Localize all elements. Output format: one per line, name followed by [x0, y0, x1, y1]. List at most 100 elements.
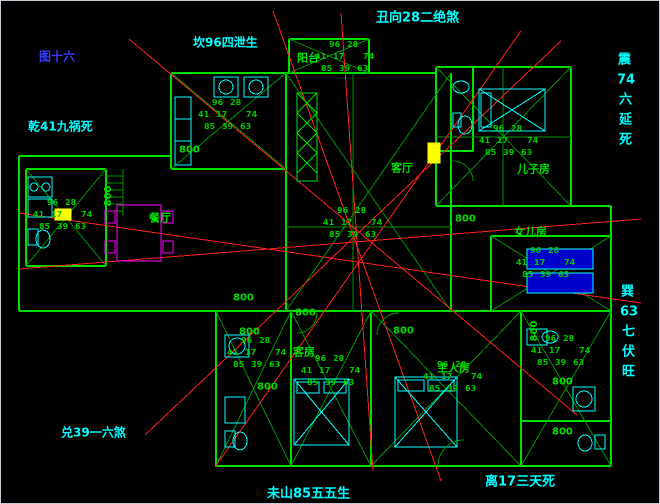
dimension-label: 800	[552, 427, 573, 438]
dimension-label: 800	[233, 293, 254, 304]
fengshui-number: 28	[333, 354, 345, 363]
washing-machine	[224, 334, 250, 358]
annotation-xun: 伏	[622, 343, 635, 359]
fengshui-number: 41	[516, 258, 528, 267]
fengshui-number: 41	[479, 136, 491, 145]
stove	[27, 176, 53, 198]
fengshui-number: 74	[349, 366, 361, 375]
fengshui-number: 28	[563, 334, 575, 343]
room-label-son: 儿子房	[516, 161, 550, 175]
yellow-marker	[54, 208, 72, 221]
fengshui-number: 28	[548, 246, 560, 255]
annotation-top: 丑向28二绝煞	[376, 9, 460, 25]
toilet-tank	[224, 430, 236, 448]
fengshui-number: 63	[343, 378, 354, 387]
door-arc	[376, 312, 400, 336]
fengshui-number: 17	[51, 210, 62, 219]
fixture-line	[394, 376, 458, 448]
bed-master	[394, 376, 458, 448]
fengshui-number: 39	[555, 358, 567, 367]
fengshui-number: 41	[531, 346, 543, 355]
toilet-tank	[594, 434, 606, 450]
fengshui-number: 96	[493, 124, 505, 133]
fengshui-number: 28	[511, 124, 523, 133]
water-heater	[224, 396, 246, 424]
dimension-label: 800	[103, 186, 114, 207]
fengshui-number: 85	[233, 360, 245, 369]
fengshui-number: 39	[347, 230, 359, 239]
cabinet	[174, 96, 192, 166]
room-label-dining: 餐厅	[148, 210, 171, 224]
pillow	[397, 379, 425, 392]
annotation-dui: 兑39一六煞	[61, 424, 127, 439]
fengshui-number: 41	[301, 366, 313, 375]
annotation-zhen: 震	[617, 52, 632, 67]
fixture-line	[293, 378, 350, 446]
fengshui-number: 63	[465, 384, 476, 393]
fengshui-number: 74	[363, 52, 375, 61]
annotation-zhen: 74	[617, 72, 635, 87]
washing-machine	[243, 76, 269, 98]
fengshui-number: 41	[315, 52, 327, 61]
fengshui-number: 41	[227, 348, 239, 357]
fengshui-number: 28	[355, 206, 367, 215]
bed-guest	[293, 378, 350, 446]
figure-number: 图十六	[39, 48, 75, 63]
room-diagonal-line	[520, 310, 612, 467]
burner	[41, 182, 51, 192]
fengshui-number: 17	[549, 346, 560, 355]
fengshui-number: 96	[329, 40, 341, 49]
fengshui-number: 74	[471, 372, 483, 381]
door-arc	[452, 160, 474, 182]
sink	[541, 330, 559, 344]
dimension-label: 800	[529, 321, 540, 342]
dimension-label: 800	[257, 382, 278, 393]
fengshui-number: 63	[357, 64, 368, 73]
plant-box	[296, 92, 318, 182]
room-diagonal-line	[288, 38, 370, 74]
fengshui-number: 17	[441, 372, 452, 381]
fengshui-number: 85	[429, 384, 441, 393]
room-diagonal-line	[215, 310, 292, 467]
fengshui-number: 96	[315, 354, 327, 363]
chair	[104, 210, 116, 224]
fengshui-number: 96	[47, 198, 59, 207]
fengshui-number: 17	[333, 52, 344, 61]
dimension-label: 800	[455, 214, 476, 225]
fengshui-number: 63	[240, 122, 251, 131]
fengshui-number: 41	[423, 372, 435, 381]
hatch-line	[296, 132, 318, 154]
room-diagonal-line	[290, 310, 372, 467]
fengshui-number: 17	[319, 366, 330, 375]
fengshui-number: 39	[503, 148, 515, 157]
fengshui-number: 17	[245, 348, 256, 357]
room-diagonal-line	[170, 72, 287, 170]
fengshui-number: 85	[307, 378, 319, 387]
fixture-line	[478, 88, 546, 132]
fengshui-number: 39	[447, 384, 459, 393]
sink	[452, 80, 470, 94]
fengshui-number: 63	[365, 230, 376, 239]
pillow	[323, 381, 347, 394]
fengshui-number: 85	[485, 148, 497, 157]
entry-door	[427, 142, 441, 164]
room-diagonal-line	[370, 310, 522, 467]
door-arc	[437, 439, 465, 467]
fengshui-number: 17	[216, 110, 227, 119]
fengshui-red-line	[272, 10, 442, 482]
fengshui-number: 39	[540, 270, 552, 279]
room-label-living: 客厅	[390, 160, 413, 174]
toilet-bowl	[457, 115, 473, 135]
dimension-label: 800	[552, 377, 573, 388]
fengshui-number: 96	[212, 98, 224, 107]
annotation-qian: 乾41九祸死	[28, 118, 93, 133]
dimension-label: 800	[393, 326, 414, 337]
fengshui-number: 96	[437, 360, 449, 369]
fengshui-number: 85	[204, 122, 216, 131]
chair	[162, 210, 174, 224]
toilet-bowl	[35, 229, 51, 249]
annotation-xun: 63	[620, 304, 638, 319]
fengshui-number: 41	[33, 210, 45, 219]
